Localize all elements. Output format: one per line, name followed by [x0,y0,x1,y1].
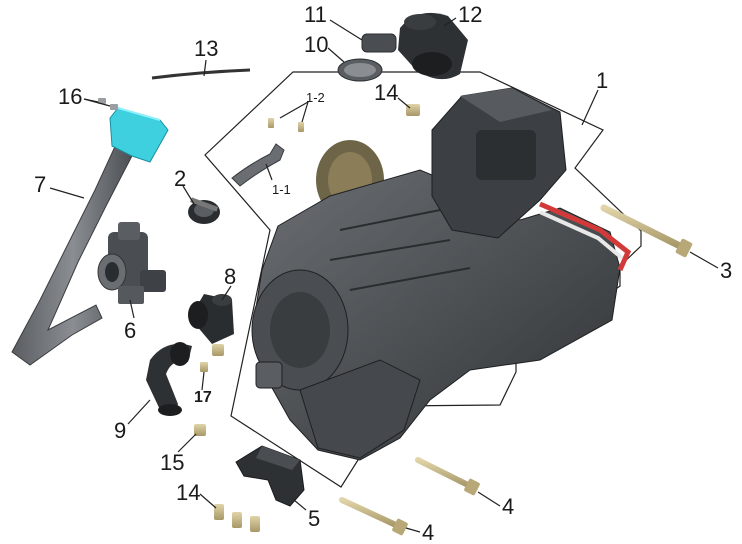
callout-15: 15 [160,450,184,475]
intake-pipe-part [11,107,169,366]
mount-bracket-part [235,445,305,507]
callout-7: 7 [34,172,46,197]
callout-1-2: 1-2 [306,90,325,105]
callout-3: 3 [720,258,732,283]
callout-6: 6 [124,318,136,343]
callout-8: 8 [224,264,236,289]
callout-1-1: 1-1 [272,182,291,197]
bolts-part-1-2 [268,118,304,132]
bolt-part-4-lower [339,497,408,536]
engine-assembly-part [251,87,632,461]
callout-12: 12 [458,2,482,27]
callout-1: 1 [596,68,608,93]
callout-13: 13 [194,36,218,61]
callout-10: 10 [304,32,328,57]
rod-part [151,68,251,80]
carburetor-part [97,222,166,304]
fitting-part-17 [200,344,224,372]
callout-16: 16 [58,84,82,109]
callout-14-bottom: 14 [176,480,200,505]
hose-clamp-part [188,197,220,224]
callout-4-upper: 4 [502,494,514,519]
callout-labels: 1 1-1 1-2 2 3 4 4 5 6 7 8 9 10 11 12 13 … [34,2,732,544]
bolts-part-14-bottom [214,504,260,532]
leader-lines [49,17,719,533]
airbox-boot-part [398,12,468,80]
long-bolt-part-3 [600,204,693,258]
small-hose-part [231,143,285,187]
fitting-part-15 [194,424,206,436]
filter-element-part [337,58,383,82]
callout-2: 2 [174,166,186,191]
bolt-part-4-upper [415,457,480,496]
callout-11: 11 [304,2,327,27]
callout-5: 5 [308,506,320,531]
callout-4-lower: 4 [422,520,434,544]
clamp-part-11 [361,33,397,53]
rubber-boot-part [188,294,234,344]
callout-9: 9 [114,418,126,443]
screws-part-16 [98,98,118,110]
elbow-hose-part [146,342,192,416]
callout-14-top: 14 [374,80,398,105]
callout-17: 17 [194,389,212,406]
